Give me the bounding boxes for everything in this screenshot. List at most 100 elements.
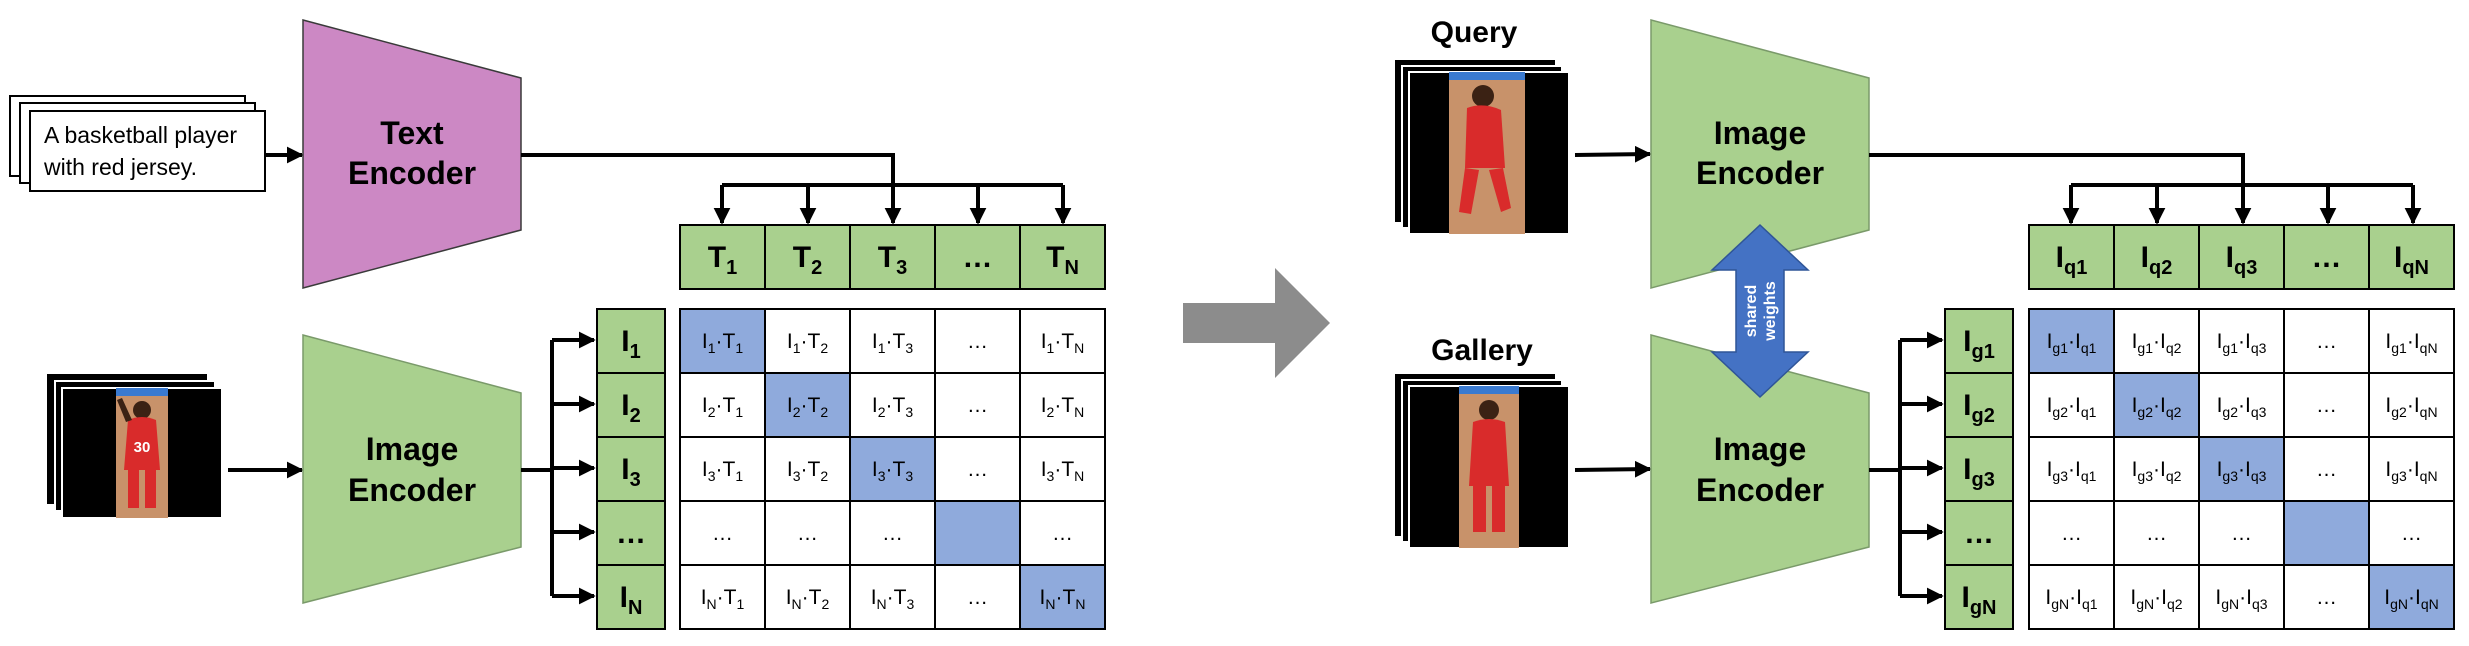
left-cell-label-2-4: … xyxy=(967,394,988,417)
right-col-header-5 xyxy=(2368,224,2455,290)
right-cell-label-3-4: … xyxy=(2316,458,2337,481)
query-label: Query xyxy=(1431,16,1518,49)
left-cell-3-2 xyxy=(764,436,851,502)
gallery-person-photo xyxy=(1408,385,1570,549)
left-cell-label-5-5: IN·TN xyxy=(1040,586,1086,612)
right-cell-4-4 xyxy=(2283,500,2370,566)
right-row-header-label-2: Ig2 xyxy=(1963,389,1995,427)
left-col-header-label-4: … xyxy=(963,241,993,274)
left-row-header-2 xyxy=(596,372,666,438)
right-cell-label-4-2: … xyxy=(2146,522,2167,545)
right-cell-2-2 xyxy=(2113,372,2200,438)
left-cell-5-2 xyxy=(764,564,851,630)
gallery-image-encoder-shape xyxy=(1650,334,1870,604)
right-cell-5-5 xyxy=(2368,564,2455,630)
right-col-header-label-5: IqN xyxy=(2394,241,2429,279)
left-row-header-label-2: I2 xyxy=(621,389,640,427)
query-person-photo xyxy=(1408,71,1570,235)
left-cell-4-4 xyxy=(934,500,1021,566)
left-cell-label-5-1: IN·T1 xyxy=(701,586,745,612)
right-cell-label-4-3: … xyxy=(2231,522,2252,545)
image-encoder-left-label-2: Encoder xyxy=(348,472,476,508)
left-cell-1-1 xyxy=(679,308,766,374)
right-cell-label-4-1: … xyxy=(2061,522,2082,545)
left-cell-5-3 xyxy=(849,564,936,630)
left-cell-5-4 xyxy=(934,564,1021,630)
caption-line-2: with red jersey. xyxy=(43,154,197,180)
transition-arrow xyxy=(1183,268,1330,378)
left-cell-2-2 xyxy=(764,372,851,438)
gallery-feature-arrow-heads xyxy=(1900,331,1944,605)
right-cell-label-5-4: … xyxy=(2316,586,2337,609)
left-row-header-1 xyxy=(596,308,666,374)
gallery-label: Gallery xyxy=(1431,334,1533,367)
left-cell-label-4-5: … xyxy=(1052,522,1073,545)
left-cell-3-4 xyxy=(934,436,1021,502)
left-col-header-label-1: T1 xyxy=(708,241,737,279)
caption-card-stack: A basketball player with red jersey. xyxy=(9,95,266,192)
left-col-header-label-2: T2 xyxy=(793,241,822,279)
right-cell-4-2 xyxy=(2113,500,2200,566)
right-cell-label-1-4: … xyxy=(2316,330,2337,353)
query-encoder-label-1: Image xyxy=(1714,115,1806,151)
left-cell-label-3-1: I3·T1 xyxy=(702,458,743,484)
image-encoder-left-label-1: Image xyxy=(366,431,458,467)
left-cell-label-4-1: … xyxy=(712,522,733,545)
gallery-to-encoder-arrow xyxy=(1574,460,1652,478)
query-feature-arrows xyxy=(1869,153,2415,220)
left-cell-label-2-2: I2·T2 xyxy=(787,394,828,420)
caption-line-1: A basketball player xyxy=(44,122,237,148)
right-col-header-4 xyxy=(2283,224,2370,290)
left-cell-4-2 xyxy=(764,500,851,566)
left-col-header-label-3: T3 xyxy=(878,241,907,279)
left-cell-2-1 xyxy=(679,372,766,438)
right-cell-label-4-5: … xyxy=(2401,522,2422,545)
left-panel: A basketball player with red jersey. Tex… xyxy=(9,19,1106,630)
right-cell-label-3-5: Ig3·IqN xyxy=(2385,458,2437,484)
left-cell-label-1-1: I1·T1 xyxy=(702,330,743,356)
person-photo: 30 xyxy=(61,387,223,519)
shared-weights-label-2: weights xyxy=(1762,281,1779,342)
left-cell-label-1-4: … xyxy=(967,330,988,353)
jersey-number: 30 xyxy=(134,439,151,456)
left-row-header-label-5: IN xyxy=(620,581,643,619)
right-col-header-label-3: Iq3 xyxy=(2226,241,2258,279)
left-cell-label-3-4: … xyxy=(967,458,988,481)
right-cell-4-3 xyxy=(2198,500,2285,566)
query-feature-arrow-heads xyxy=(2062,185,2422,225)
left-cell-label-2-3: I2·T3 xyxy=(872,394,913,420)
right-cell-5-1 xyxy=(2028,564,2115,630)
shared-weights-label-1: shared xyxy=(1743,285,1760,337)
right-cell-label-2-4: … xyxy=(2316,394,2337,417)
text-encoder-label-1: Text xyxy=(380,115,444,151)
right-row-header-5 xyxy=(1944,564,2014,630)
right-col-header-label-4: … xyxy=(2312,241,2342,274)
left-col-header-label-5: TN xyxy=(1046,241,1079,279)
gallery-image-stack-left: 30 xyxy=(47,374,223,519)
left-cell-label-1-5: I1·TN xyxy=(1041,330,1085,356)
left-cell-label-2-1: I2·T1 xyxy=(702,394,743,420)
right-col-header-label-2: Iq2 xyxy=(2141,241,2173,279)
left-cell-label-5-3: IN·T3 xyxy=(871,586,915,612)
right-row-header-label-3: Ig3 xyxy=(1963,453,1995,491)
right-row-header-label-4: … xyxy=(1964,517,1994,550)
query-image-encoder-shape xyxy=(1650,19,1870,289)
right-cell-label-5-2: IgN·Iq2 xyxy=(2130,586,2182,612)
right-row-header-2 xyxy=(1944,372,2014,438)
left-cell-label-1-2: I1·T2 xyxy=(787,330,828,356)
right-cell-label-1-3: Ig1·Iq3 xyxy=(2217,330,2267,356)
left-cell-3-1 xyxy=(679,436,766,502)
left-cell-2-5 xyxy=(1019,372,1106,438)
gallery-image-stack-right xyxy=(1395,374,1570,549)
right-cell-label-2-3: Ig2·Iq3 xyxy=(2217,394,2267,420)
right-cell-label-1-1: Ig1·Iq1 xyxy=(2047,330,2097,356)
right-cell-2-5 xyxy=(2368,372,2455,438)
right-cell-label-2-5: Ig2·IqN xyxy=(2385,394,2437,420)
right-col-header-2 xyxy=(2113,224,2200,290)
right-row-header-label-1: Ig1 xyxy=(1963,325,1995,363)
right-cell-label-5-5: IgN·IqN xyxy=(2384,586,2438,612)
image-feature-arrows xyxy=(521,340,554,596)
